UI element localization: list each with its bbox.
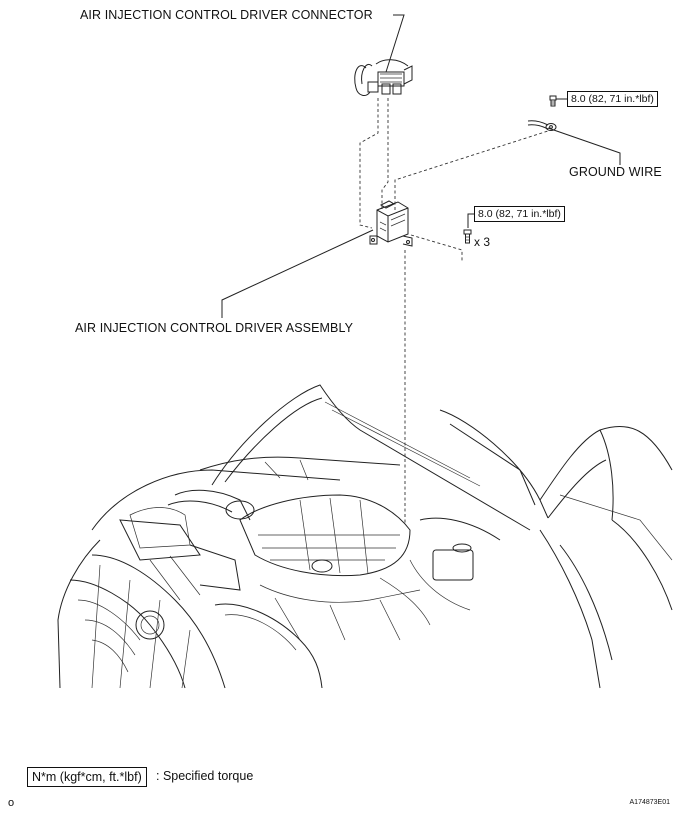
connector-icon: [354, 59, 413, 96]
alignment-lines: [359, 98, 549, 525]
legend-meaning: : Specified torque: [156, 769, 254, 783]
figure-code: A174873E01: [629, 799, 670, 806]
assembly-label: AIR INJECTION CONTROL DRIVER ASSEMBLY: [75, 321, 354, 335]
bolt-quantity: x 3: [474, 235, 491, 249]
connector-label: AIR INJECTION CONTROL DRIVER CONNECTOR: [80, 8, 373, 22]
vehicle-icon: [57, 384, 673, 689]
ground-wire-icon: [527, 120, 557, 131]
torque-spec-ground-bolt: 8.0 (82, 71 in.*lbf): [567, 91, 658, 107]
ground-wire-label: GROUND WIRE: [569, 165, 662, 179]
driver-assembly-icon: [369, 200, 413, 247]
leader-lines: [221, 14, 621, 318]
bolt-icon: [549, 95, 557, 107]
page-mark: o: [8, 797, 15, 809]
legend-unit: N*m (kgf*cm, ft.*lbf): [27, 767, 147, 787]
bolt-icon: [463, 229, 472, 244]
torque-spec-assembly-bolts: 8.0 (82, 71 in.*lbf): [474, 206, 565, 222]
